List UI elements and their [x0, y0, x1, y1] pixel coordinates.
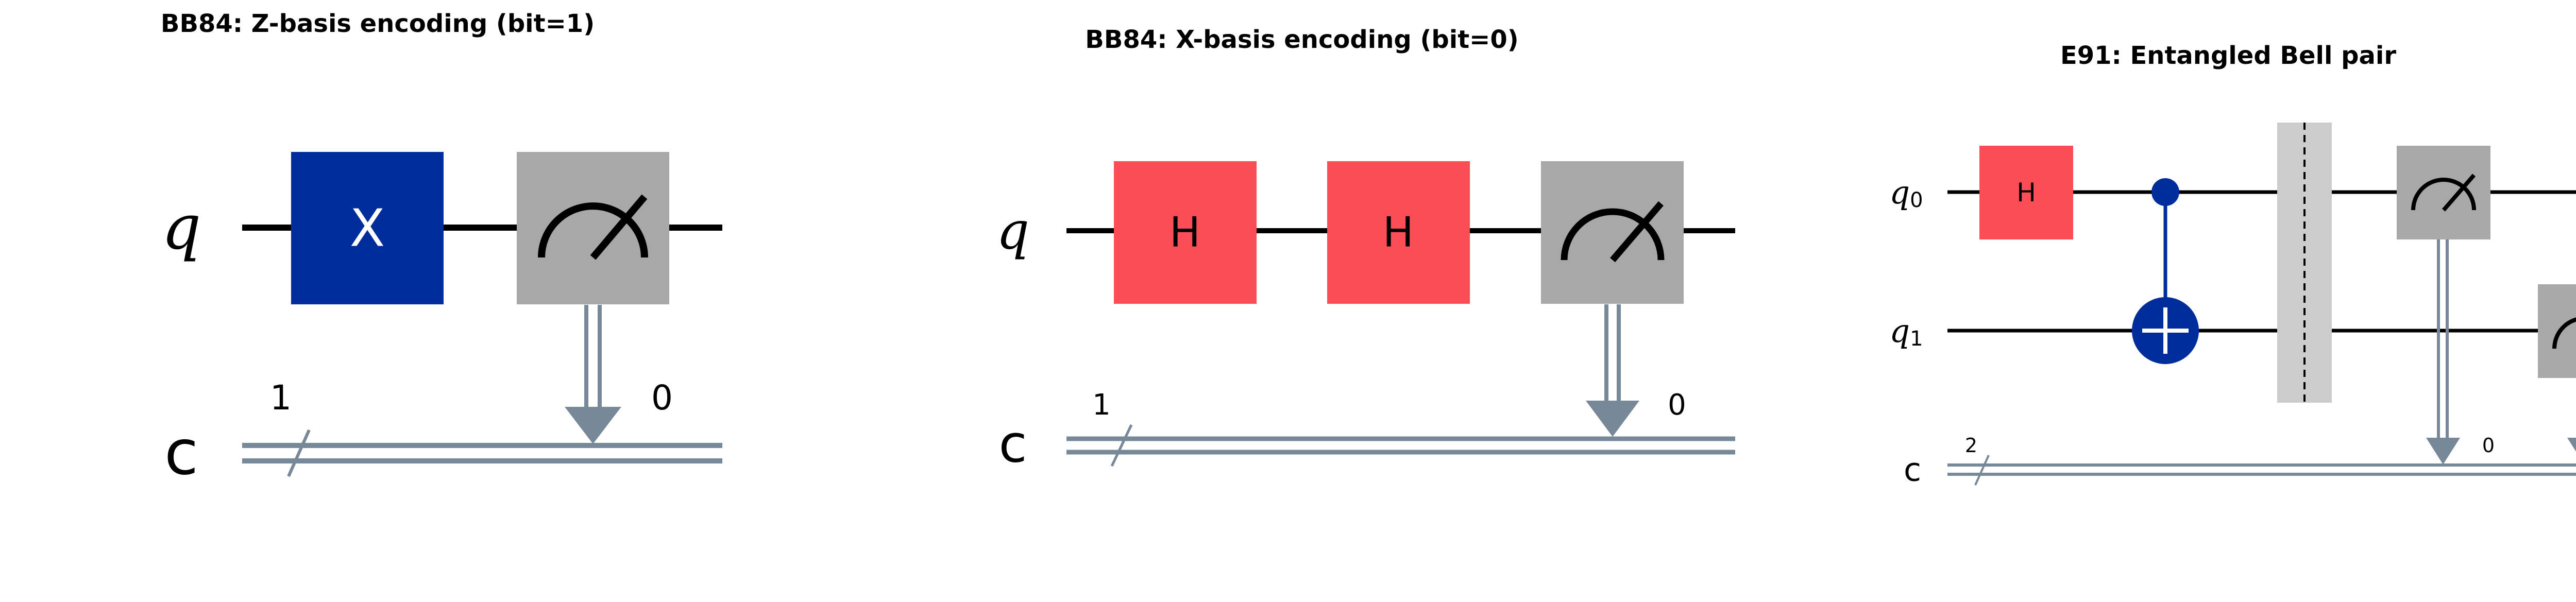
panel3-q0-label: q0 — [1889, 174, 1923, 213]
panel1-bus-slash — [287, 429, 311, 477]
panel3-meter1-icon — [2552, 317, 2576, 349]
panel3-classical-label: c — [1904, 451, 1921, 489]
panel2-h-gate-2 — [1327, 161, 1470, 304]
panel-e91-bell-pair: E91: Entangled Bell pair q0 q1 c 2 H 0 — [1889, 41, 2576, 489]
panel3-cbit-count: 2 — [1965, 434, 1977, 457]
panel1-classical-label: c — [164, 418, 198, 489]
panel1-qubit-label: q — [162, 192, 201, 264]
panel3-meas1-arrow — [2567, 438, 2576, 452]
panel3-meas0-arrow — [2426, 438, 2460, 465]
panel-bb84-x-basis: BB84: X-basis encoding (bit=0) q c 1 H H… — [996, 25, 1735, 474]
panel2-h-gate-2-label: H — [1383, 209, 1414, 256]
panel2-measure-gate — [1541, 161, 1684, 304]
panel3-h-gate — [1979, 146, 2073, 239]
panel1-meter-icon — [538, 202, 648, 258]
panel2-bus-slash — [1110, 424, 1133, 467]
panel2-h-gate-1-label: H — [1170, 209, 1200, 256]
panel3-title: E91: Entangled Bell pair — [2060, 41, 2396, 70]
panel2-meter-icon — [1561, 208, 1665, 261]
panel3-meas0-index: 0 — [2482, 434, 2495, 457]
panel1-meas-index: 0 — [651, 378, 673, 418]
panel2-meas-index: 0 — [1668, 388, 1686, 422]
panel1-title: BB84: Z-basis encoding (bit=1) — [161, 9, 595, 38]
panel1-measure-gate — [517, 152, 669, 304]
panel3-measure-gate-1 — [2538, 284, 2576, 378]
panel3-measure-gate-0 — [2397, 146, 2490, 239]
panel2-cbit-count: 1 — [1092, 388, 1111, 422]
panel3-cnot-control — [2151, 178, 2179, 206]
panel1-x-gate — [291, 152, 444, 304]
panel3-bus-slash — [1974, 455, 1990, 486]
panel2-classical-label: c — [999, 414, 1027, 474]
panel1-x-gate-label: X — [350, 198, 385, 259]
panel2-meter-needle-icon — [1610, 201, 1664, 263]
panel3-meter0-needle-icon — [2442, 174, 2476, 212]
panel2-qubit-label: q — [996, 201, 1029, 261]
panel3-meter0-icon — [2411, 178, 2476, 211]
panel-bb84-z-basis: BB84: Z-basis encoding (bit=1) q c 1 X 0 — [161, 9, 722, 489]
panel2-title: BB84: X-basis encoding (bit=0) — [1085, 25, 1518, 54]
panel2-h-gate-1 — [1114, 161, 1257, 304]
panel1-cbit-count: 1 — [270, 378, 292, 418]
panel3-h-gate-label: H — [2016, 178, 2036, 208]
panel1-meter-needle-icon — [590, 194, 648, 260]
panel3-q1-label: q1 — [1889, 312, 1923, 351]
panel1-meas-arrow — [565, 407, 621, 444]
panel2-meas-arrow — [1586, 401, 1639, 437]
